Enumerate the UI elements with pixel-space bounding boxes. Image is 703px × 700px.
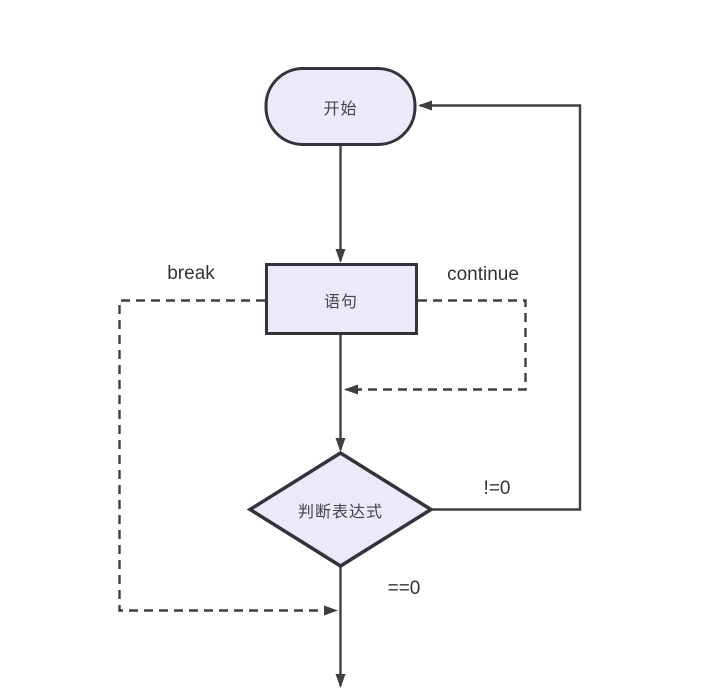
decision-node xyxy=(246,450,435,569)
start-node-label: 开始 xyxy=(323,101,358,118)
edge-decision-loop-to-start xyxy=(418,100,582,511)
break-edge-label: break xyxy=(167,263,215,284)
decision-node-label: 判断表达式 xyxy=(297,504,384,521)
edge-break-dashed xyxy=(118,299,338,616)
start-node xyxy=(264,67,417,146)
continue-edge-label: continue xyxy=(447,264,519,285)
statement-node-label: 语句 xyxy=(323,294,359,311)
statement-node xyxy=(265,263,418,335)
equal-zero-edge-label: ==0 xyxy=(387,578,421,599)
not-equal-zero-edge-label: !=0 xyxy=(483,478,511,499)
edge-continue-dashed xyxy=(344,299,527,395)
